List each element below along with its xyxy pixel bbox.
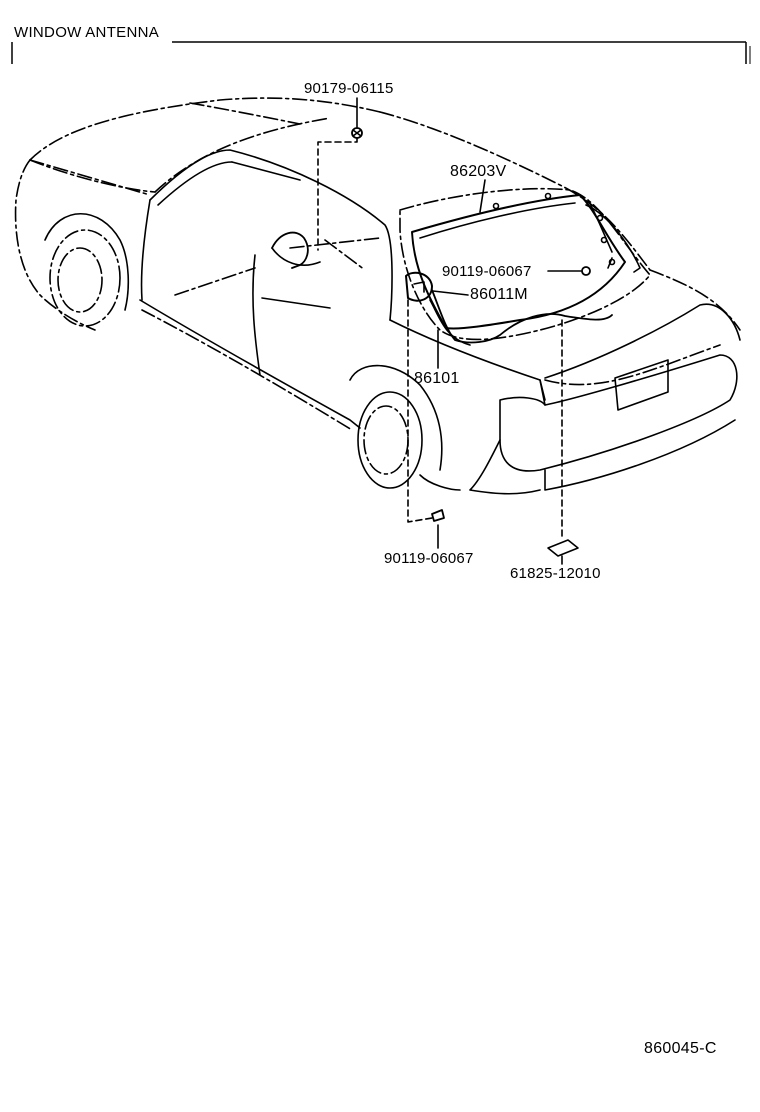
trunk-line — [544, 303, 741, 379]
header-frame — [11, 41, 751, 64]
rear-deck — [389, 319, 546, 401]
car-diagram — [14, 97, 741, 565]
diagram-title: WINDOW ANTENNA — [14, 24, 160, 41]
screw-bottom — [431, 509, 445, 522]
part-label-amplifier: 86011M — [470, 286, 528, 303]
roof-left-line — [29, 159, 156, 193]
rear-bumper — [499, 354, 738, 472]
rear-window — [399, 187, 651, 341]
roof-line — [29, 97, 381, 161]
front-cable — [271, 231, 309, 269]
door-window-frame — [149, 149, 393, 321]
amplifier — [405, 271, 433, 302]
roof-right-line — [379, 111, 651, 271]
front-wheel — [49, 229, 121, 327]
b-pillar — [252, 254, 261, 376]
antenna-cable — [431, 289, 613, 344]
part-label-screw-top: 90179-06115 — [304, 80, 394, 97]
rear-wheel-arch — [349, 364, 443, 471]
license-plate — [614, 359, 669, 411]
screw-right — [581, 266, 591, 276]
clip — [547, 539, 579, 557]
rear-wheel — [357, 391, 423, 489]
a-pillar — [140, 199, 151, 301]
front-wheel-arch — [44, 213, 130, 311]
part-label-screw-right: 90119-06067 — [442, 263, 532, 280]
windshield-line — [154, 117, 331, 193]
part-label-cable: 86101 — [414, 370, 460, 387]
diagram-code: 860045-C — [644, 1040, 717, 1057]
part-label-clip: 61825-12010 — [510, 565, 601, 582]
antenna-element — [411, 194, 626, 330]
side-body-line — [139, 299, 361, 429]
part-label-screw-bottom: 90119-06067 — [384, 550, 474, 567]
part-label-antenna-element: 86203V — [450, 163, 507, 180]
